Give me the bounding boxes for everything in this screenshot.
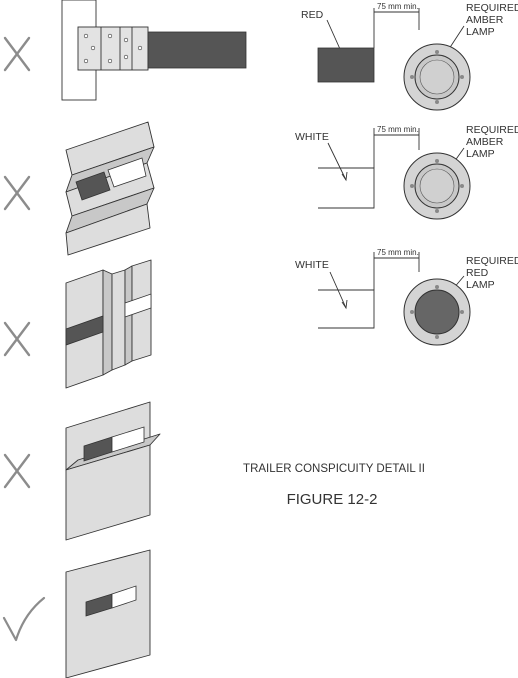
lamp-diagram-3: WHITE 75 mm min. REQUIRED RED LAMP — [295, 248, 518, 346]
svg-text:LAMP: LAMP — [466, 26, 495, 38]
detail-post — [3, 259, 152, 389]
tape-label: RED — [301, 9, 324, 21]
cross-mark-icon — [3, 321, 31, 357]
lamp-diagram-2: WHITE 75 mm min. REQUIRED AMBER LAMP — [295, 124, 518, 220]
svg-text:REQUIRED: REQUIRED — [466, 124, 518, 136]
cross-mark-icon — [3, 453, 31, 489]
dimension-label: 75 mm min. — [377, 2, 419, 11]
svg-text:REQUIRED: REQUIRED — [466, 255, 518, 267]
tape-label: WHITE — [295, 259, 329, 271]
svg-text:LAMP: LAMP — [466, 279, 495, 291]
svg-text:REQUIRED: REQUIRED — [466, 2, 518, 14]
tape-label: WHITE — [295, 131, 329, 143]
svg-text:AMBER: AMBER — [466, 136, 504, 148]
detail-hinge — [3, 0, 247, 101]
detail-corrugated — [3, 121, 155, 256]
white-tape-sample — [318, 167, 375, 209]
check-mark-icon — [2, 596, 46, 642]
amber-lamp-icon — [403, 43, 471, 111]
red-lamp-icon — [403, 278, 471, 346]
svg-text:RED: RED — [466, 267, 489, 279]
amber-lamp-icon — [403, 152, 471, 220]
cross-mark-icon — [3, 175, 31, 211]
red-tape-strip — [147, 31, 247, 69]
white-tape-sample — [318, 289, 375, 329]
red-tape-sample — [317, 47, 375, 83]
hinge-plate — [77, 26, 149, 71]
detail-ledge — [3, 401, 161, 541]
figure-title: TRAILER CONSPICUITY DETAIL II — [243, 463, 425, 475]
svg-text:AMBER: AMBER — [466, 14, 504, 26]
dimension-label: 75 mm min. — [377, 125, 419, 134]
figure-number: FIGURE 12-2 — [287, 491, 378, 508]
dimension-label: 75 mm min. — [377, 248, 419, 257]
cross-mark-icon — [3, 36, 31, 72]
detail-flat — [2, 549, 151, 678]
lamp-diagram-1: RED 75 mm min. REQUIRED AMBER LAMP — [301, 2, 518, 111]
svg-text:LAMP: LAMP — [466, 148, 495, 160]
